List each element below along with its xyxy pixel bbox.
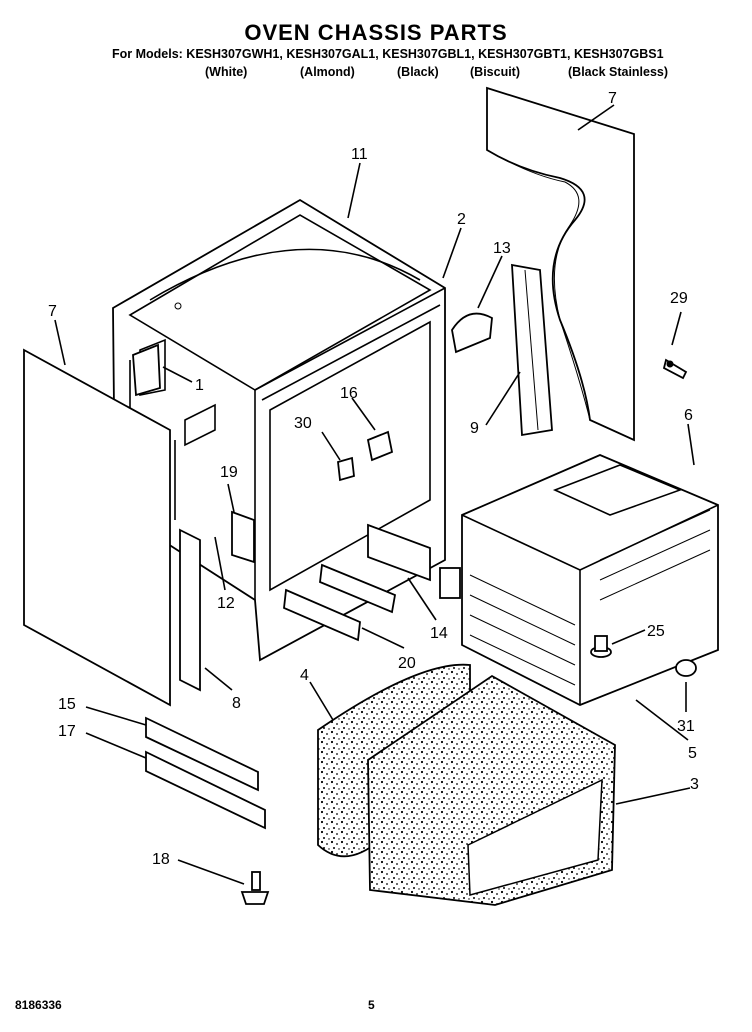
callout-14: 14: [430, 625, 448, 642]
callout-1: 1: [195, 377, 204, 394]
insulation-3: [367, 674, 616, 906]
rail-9: [511, 263, 553, 437]
rear-panel: [486, 86, 635, 442]
callout-6: 6: [684, 407, 693, 424]
page-number: 5: [368, 998, 375, 1012]
color-label-almond: (Almond): [300, 65, 355, 79]
leader-lines: [54, 104, 695, 885]
rail-17: [145, 750, 266, 830]
bracket-19: [231, 510, 255, 564]
callout-5: 5: [688, 745, 697, 762]
document-number: 8186336: [15, 998, 62, 1012]
rail-15: [145, 716, 259, 792]
callout-31: 31: [677, 718, 695, 735]
oven-cavity: [439, 454, 719, 706]
leveling-leg-18: [240, 871, 270, 905]
callout-16: 16: [340, 385, 358, 402]
models-line: For Models: KESH307GWH1, KESH307GAL1, KE…: [112, 47, 664, 61]
bracket-1: [132, 343, 161, 397]
callout-7-rear: 7: [608, 90, 617, 107]
part-25: [590, 635, 612, 658]
callout-29: 29: [670, 290, 688, 307]
callout-labels: 7 11 2 13 29 7 1 16 30 9 6 19 12 14 25 2…: [48, 90, 699, 868]
callout-30: 30: [294, 415, 312, 432]
color-label-black: (Black): [397, 65, 439, 79]
color-label-biscuit: (Biscuit): [470, 65, 520, 79]
screw-29: [662, 358, 688, 380]
callout-19: 19: [220, 464, 238, 481]
part-30: [337, 456, 355, 482]
plug-31: [675, 659, 697, 677]
color-labels: (White) (Almond) (Black) (Biscuit) (Blac…: [0, 65, 752, 83]
callout-8: 8: [232, 695, 241, 712]
page-title: OVEN CHASSIS PARTS: [244, 20, 508, 45]
callout-3: 3: [690, 776, 699, 793]
callout-17: 17: [58, 723, 76, 740]
callout-18: 18: [152, 851, 170, 868]
bracket-20a: [283, 588, 361, 642]
side-panel: [23, 348, 171, 707]
callout-4: 4: [300, 667, 309, 684]
callout-20: 20: [398, 655, 416, 672]
callout-15: 15: [58, 696, 76, 713]
color-label-black-stainless: (Black Stainless): [568, 65, 669, 79]
callout-9: 9: [470, 420, 479, 437]
bracket-14: [367, 523, 431, 582]
bracket-8: [179, 528, 201, 692]
callout-11: 11: [351, 146, 368, 163]
callout-13: 13: [493, 240, 511, 257]
bracket-20b: [319, 563, 397, 614]
callout-2: 2: [457, 211, 466, 228]
callout-7-side: 7: [48, 303, 57, 320]
part-16: [366, 430, 394, 462]
color-label-white: (White): [205, 65, 248, 79]
callout-12: 12: [217, 595, 235, 612]
deflector-13: [451, 312, 493, 354]
callout-25: 25: [647, 623, 665, 640]
